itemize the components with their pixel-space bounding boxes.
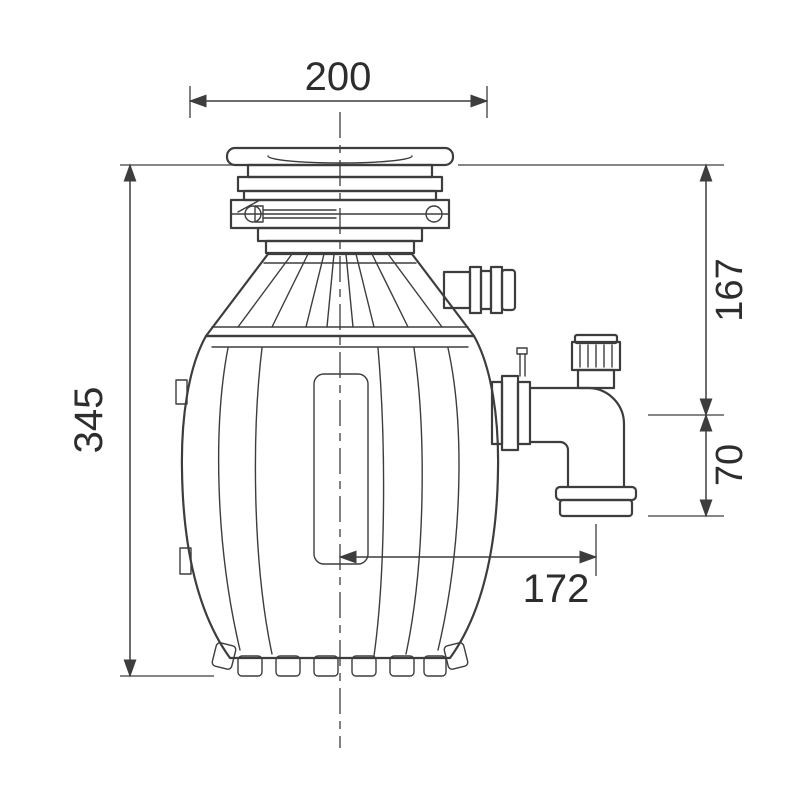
dimension-outlet-drop: 70 xyxy=(648,413,751,518)
clamp-screw-right xyxy=(425,205,443,223)
dim-label-center-to-outlet: 172 xyxy=(523,567,590,611)
dimension-overall-height: 345 xyxy=(67,163,240,678)
grind-chamber-body xyxy=(175,334,500,660)
dimension-inlet-to-outlet: 167 xyxy=(458,163,751,417)
dimensions: 200 345 167 70 172 xyxy=(67,55,751,678)
dim-label-overall-height: 345 xyxy=(67,387,111,454)
dim-label-top-width: 200 xyxy=(305,55,372,99)
dimension-top-width: 200 xyxy=(188,55,489,118)
dimension-center-to-outlet: 172 xyxy=(338,524,598,611)
clamp-screw-left xyxy=(244,205,262,223)
outlet-elbow xyxy=(490,333,638,518)
mounting-assembly xyxy=(229,163,451,255)
base-feet xyxy=(211,642,469,677)
dim-label-inlet-to-outlet: 167 xyxy=(709,258,751,321)
elbow-top-fitting xyxy=(570,333,622,390)
dishwasher-inlet xyxy=(442,265,517,315)
body-center-panel xyxy=(313,373,369,565)
dim-label-outlet-drop: 70 xyxy=(709,444,751,486)
flange-screw xyxy=(516,347,528,355)
disposer-unit xyxy=(175,146,638,677)
